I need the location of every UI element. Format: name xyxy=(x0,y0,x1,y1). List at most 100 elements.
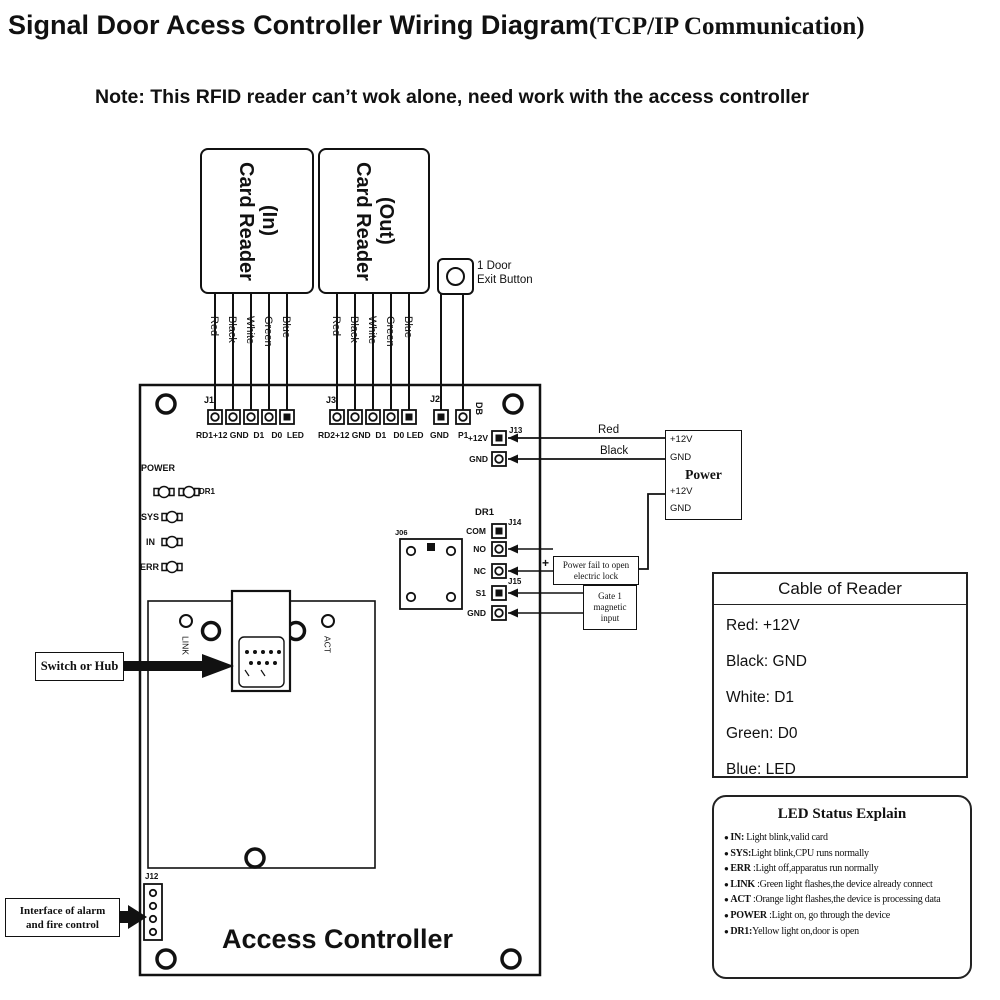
board-outline xyxy=(138,383,542,977)
led-status-item-dr1: DR1:Yellow light on,door is open xyxy=(724,924,966,940)
cable-panel-title: Cable of Reader xyxy=(714,574,966,605)
exit-button-line2: Exit Button xyxy=(477,274,533,286)
dr1-silk-label: DR1 xyxy=(475,507,495,518)
gate-box: Gate 1 magnetic input xyxy=(583,585,637,630)
j13-connector xyxy=(491,430,507,467)
in-led xyxy=(161,535,183,549)
led-status-item-sys: SYS:Light blink,CPU runs normally xyxy=(724,846,966,862)
j15-pin2-label: GND xyxy=(467,608,486,618)
j12-label: J12 xyxy=(145,872,159,881)
relay xyxy=(399,538,463,610)
j3-connector xyxy=(329,409,417,425)
j2-side-label: DB xyxy=(474,402,484,415)
alarm-box-line1: Interface of alarm xyxy=(19,904,106,917)
led-item-label: LINK xyxy=(730,878,755,890)
led-item-text: Light blink,valid card xyxy=(744,832,828,843)
title-main: Signal Door Acess Controller Wiring Diag… xyxy=(8,10,589,40)
cable-row-green: Green: D0 xyxy=(726,725,798,742)
j2-connector xyxy=(433,409,471,425)
card-reader-out-line1: Card Reader xyxy=(352,161,374,281)
switch-arrow-icon xyxy=(122,654,234,678)
relay-label: J06 xyxy=(395,528,408,537)
link-led xyxy=(179,614,193,628)
power-title: Power xyxy=(685,467,722,482)
red-wire-label: Red xyxy=(598,424,620,436)
j2-pin1-label: GND xyxy=(430,430,449,440)
gate-box-line2: magnetic xyxy=(593,602,627,612)
cable-row-black: Black: GND xyxy=(726,653,807,670)
cable-of-reader-panel: Cable of Reader Red: +12V Black: GND Whi… xyxy=(712,572,968,778)
wire-label-blue-2: Blue xyxy=(402,316,414,339)
err-led xyxy=(161,560,183,574)
lock-plus-sign: + xyxy=(542,556,550,570)
cable-rows: Red: +12V Black: GND White: D1 Green: D0… xyxy=(714,605,966,779)
led-item-label: IN: xyxy=(730,832,745,843)
mounting-holes xyxy=(155,393,524,970)
wire-label-red-2: Red xyxy=(330,316,342,337)
lock-box-line1: Power fail to open xyxy=(562,559,630,570)
exit-button-line1: 1 Door xyxy=(477,260,512,272)
led-item-label: POWER xyxy=(730,909,767,921)
led-status-item-in: IN: Light blink,valid card xyxy=(724,830,966,846)
power-gnd-1: GND xyxy=(670,452,692,463)
exit-button xyxy=(437,258,474,295)
card-reader-in-label: Card Reader (In) xyxy=(234,162,280,281)
j14-connector xyxy=(491,523,507,579)
led-item-text: Light blink,CPU runs normally xyxy=(751,847,869,859)
led-item-label: SYS: xyxy=(730,847,752,859)
led-item-text: Yellow light on,door is open xyxy=(752,925,859,937)
exit-button-icon xyxy=(446,267,465,286)
led-item-text: :Light on, go through the device xyxy=(766,909,890,921)
lock-wiring xyxy=(508,544,553,576)
power-12v-2: +12V xyxy=(670,486,693,497)
act-led-label: ACT xyxy=(322,636,333,653)
led-status-panel: LED Status Explain IN: Light blink,valid… xyxy=(712,795,972,979)
card-reader-in-line1: Card Reader xyxy=(235,161,257,281)
j14-label: J14 xyxy=(508,518,522,527)
gate-wiring xyxy=(508,588,583,618)
wire-label-green: Green xyxy=(262,316,274,347)
exit-button-wires xyxy=(440,291,464,410)
black-wire-label: Black xyxy=(600,445,629,457)
j15-pin1-label: S1 xyxy=(475,588,486,598)
alarm-box-line2: and fire control xyxy=(26,918,99,931)
card-reader-out-label: Card Reader (Out) xyxy=(351,162,397,281)
exit-button-label: 1 Door Exit Button xyxy=(477,259,533,287)
gate-box-line1: Gate 1 xyxy=(598,591,622,601)
act-led xyxy=(321,614,335,628)
lock-power-line xyxy=(637,493,665,570)
lock-box: Power fail to open electric lock xyxy=(553,556,639,585)
status-leds xyxy=(153,485,200,574)
led-item-label: ACT xyxy=(730,894,751,906)
wire-label-green-2: Green xyxy=(384,316,396,347)
switch-hub-box: Switch or Hub xyxy=(35,652,124,681)
wire-label-red: Red xyxy=(208,316,220,337)
j3-label: J3 xyxy=(326,395,337,405)
j14-pin1-label: COM xyxy=(466,526,486,536)
power-12v-1: +12V xyxy=(670,434,693,445)
lock-box-line2: electric lock xyxy=(573,570,619,581)
led-item-label: DR1: xyxy=(730,925,753,937)
title-paren: (TCP/IP Communication) xyxy=(588,13,865,40)
j2-label: J2 xyxy=(430,394,441,404)
gate-box-line3: input xyxy=(600,613,620,623)
dr1-led xyxy=(178,485,200,499)
j13-pin2-label: GND xyxy=(469,454,488,464)
cable-row-blue: Blue: LED xyxy=(726,761,796,778)
card-reader-in-line2: (In) xyxy=(258,205,280,237)
in-led-label: IN xyxy=(146,537,155,547)
card-reader-out-box: Card Reader (Out) xyxy=(318,148,430,294)
dr1-led-label: DR1 xyxy=(199,487,216,496)
power-silk-label: POWER xyxy=(141,463,176,473)
wire-label-blue: Blue xyxy=(280,316,292,339)
cable-row-red: Red: +12V xyxy=(726,617,800,634)
j14-pin2-label: NO xyxy=(473,544,486,554)
j1-label: J1 xyxy=(204,395,215,405)
j15-label: J15 xyxy=(508,577,522,586)
wire-label-black-2: Black xyxy=(348,316,360,343)
alarm-interface-box: Interface of alarm and fire control xyxy=(5,898,120,937)
j1-pin-labels: RD1+12 GND D1 D0 LED xyxy=(196,430,304,440)
j2-pin2-label: P1 xyxy=(458,430,469,440)
